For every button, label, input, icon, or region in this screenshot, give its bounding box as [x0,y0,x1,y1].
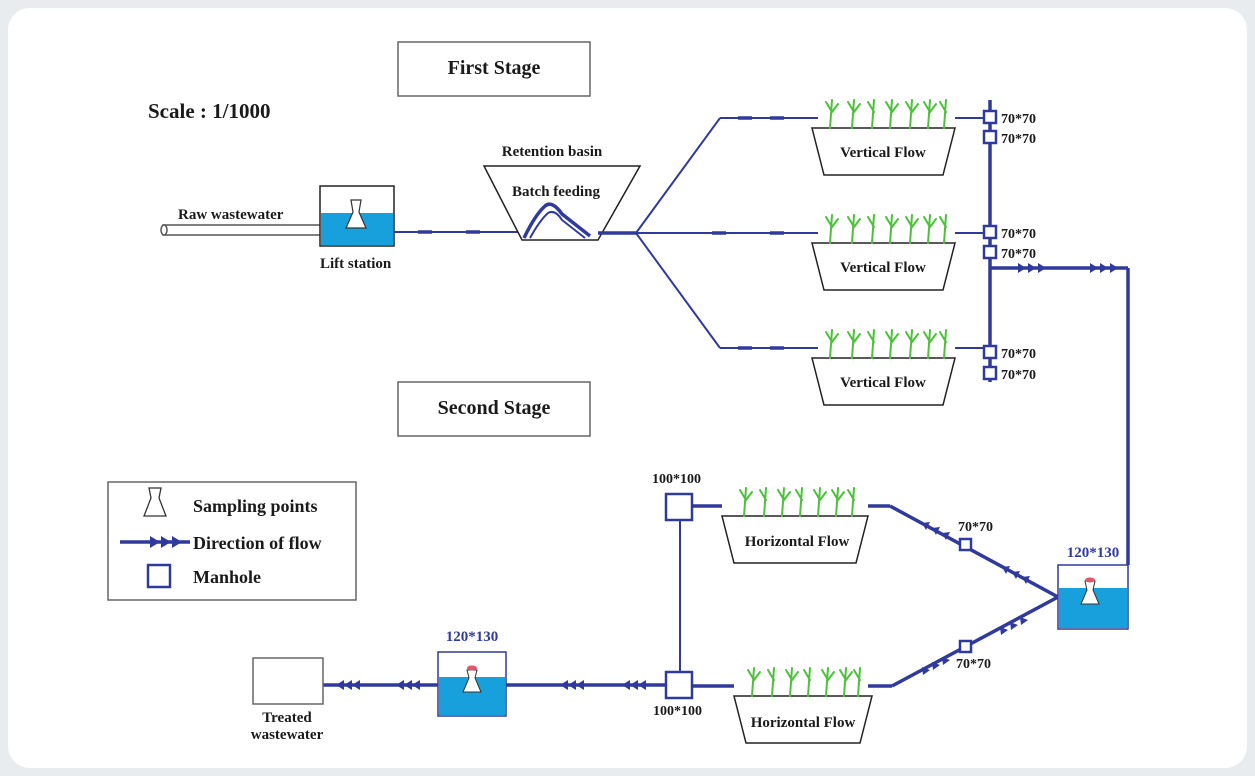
horizontal-feed-pipes [868,504,1059,688]
vertical-flow-label-2: Vertical Flow [840,260,926,276]
batch-feeding-label: Batch feeding [512,184,600,200]
manhole-size-label: 70*70 [1001,247,1036,262]
tank-size-label: 120*130 [446,629,499,645]
manhole-size-label: 100*100 [652,472,701,487]
first-stage-collector [955,100,1130,565]
manholes-first-stage [982,109,998,381]
manhole-size-label: 70*70 [1001,132,1036,147]
manhole-size-label: 70*70 [956,657,991,672]
diagram-frame: First Stage Scale : 1/1000 Second Stage … [8,8,1247,768]
vertical-flow-label-3: Vertical Flow [840,375,926,391]
treated-pipe [323,680,438,690]
manhole-size-label: 70*70 [958,520,993,535]
vertical-flow-bed-3 [811,329,956,406]
flask-icon [1080,580,1100,605]
legend [107,481,357,601]
second-stage-tank [1057,564,1129,630]
first-stage-title: First Stage [448,57,541,79]
legend-direction: Direction of flow [193,533,322,553]
second-stage-title: Second Stage [438,397,551,419]
second-stage-box: Second Stage [397,381,591,437]
horizontal-flow-bed-1 [721,487,869,564]
horizontal-flow-bed-2 [733,667,873,744]
horizontal-flow-label-2: Horizontal Flow [751,715,856,731]
flask-icon [462,669,482,693]
vertical-flow-bed-1 [811,99,956,176]
retention-basin-label: Retention basin [502,144,603,160]
outlet-tank [437,651,507,717]
manhole-size-label: 70*70 [1001,227,1036,242]
lift-station [319,185,395,247]
raw-wastewater-label: Raw wastewater [178,207,284,223]
first-stage-box: First Stage [397,41,591,97]
vertical-flow-bed-2 [811,214,956,291]
retention-basin [482,165,642,241]
manhole-icon [146,563,172,589]
manhole-size-label: 70*70 [1001,347,1036,362]
tank-size-label: 120*130 [1067,545,1120,561]
wastewater-treatment-diagram: First Stage Scale : 1/1000 Second Stage … [107,41,1130,744]
scale-label: Scale : 1/1000 [148,99,270,123]
distribution-pipes [598,116,818,350]
manhole-size-label: 70*70 [1001,112,1036,127]
treated-wastewater-box [252,657,324,705]
horizontal-flow-label-1: Horizontal Flow [745,534,850,550]
manhole-size-label: 100*100 [653,704,702,719]
second-stage-outlet [506,492,734,700]
lift-station-label: Lift station [320,256,392,272]
manhole-size-label: 70*70 [1001,368,1036,383]
raw-wastewater-pipe [160,224,322,236]
vertical-flow-label-1: Vertical Flow [840,145,926,161]
treated-label-1: Treated [262,710,312,726]
legend-manhole: Manhole [193,567,261,587]
treated-label-2: wastewater [251,727,324,743]
flask-icon [345,199,367,229]
flask-icon [143,487,167,517]
legend-sampling: Sampling points [193,496,318,516]
